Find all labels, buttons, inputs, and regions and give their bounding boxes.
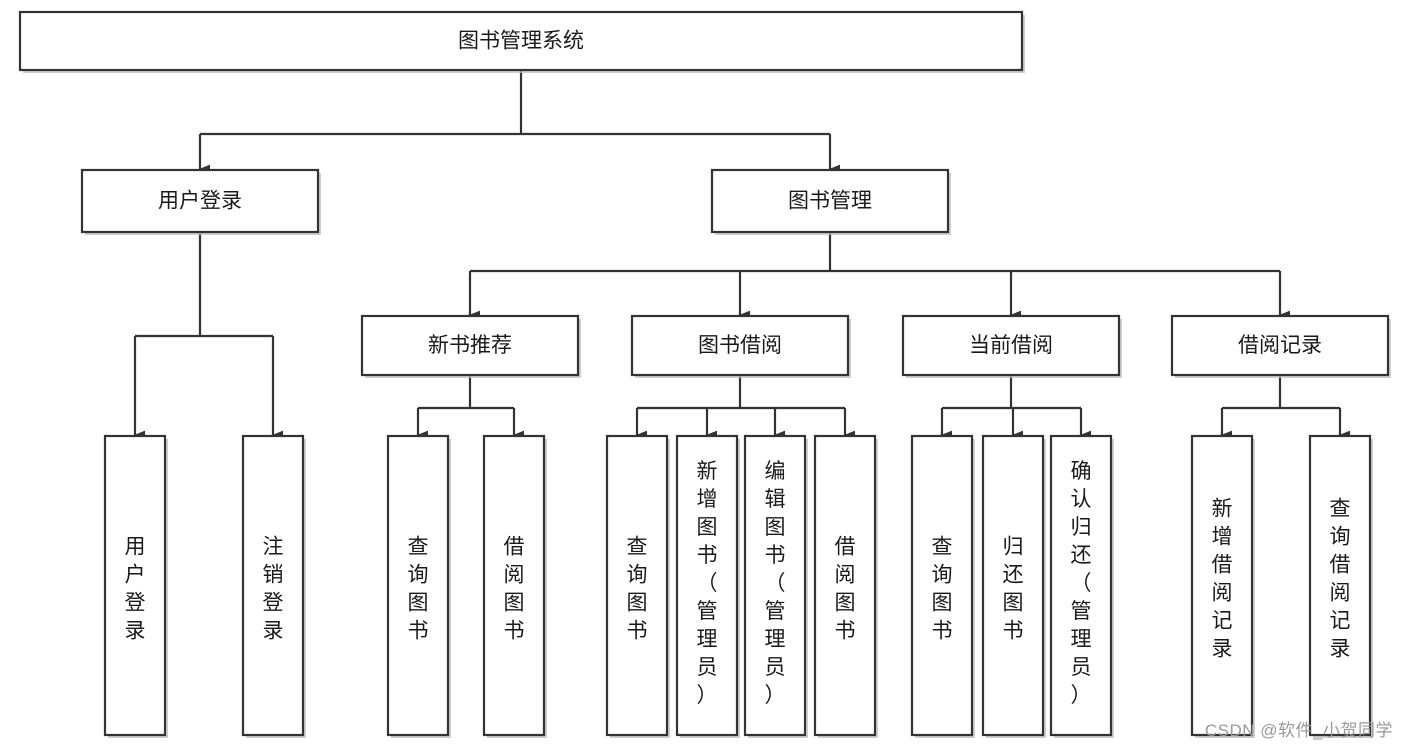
node-l3-a1[interactable]: 用户登录 <box>103 434 168 738</box>
node-l1-bookmgmt[interactable]: 图书管理 <box>710 168 951 235</box>
node-box[interactable] <box>901 314 1121 377</box>
node-label: 编辑图书（管理员） <box>765 460 786 707</box>
node-box[interactable] <box>360 314 580 377</box>
node-label: 查询图书 <box>408 536 429 643</box>
connector-group-g-bookmgmt <box>468 232 1291 320</box>
node-box[interactable] <box>482 434 546 737</box>
connector-group-g-root <box>198 70 841 174</box>
node-label: 图书管理 <box>788 190 872 213</box>
node-label: 确认归还（管理员） <box>1071 460 1092 707</box>
node-box[interactable] <box>1308 434 1372 737</box>
node-root[interactable]: 图书管理系统 <box>18 10 1025 73</box>
node-label: 用户登录 <box>125 536 146 643</box>
node-box[interactable] <box>675 434 739 737</box>
connector-group-g-newbook <box>416 375 525 440</box>
connector-group-g-borrow <box>635 375 856 440</box>
node-label: 查询图书 <box>627 536 648 643</box>
node-label: 新增借阅记录 <box>1212 498 1233 661</box>
node-label: 图书借阅 <box>698 334 782 357</box>
node-label: 注销登录 <box>263 536 284 643</box>
node-box[interactable] <box>813 434 877 737</box>
node-label: 新增图书（管理员） <box>697 460 718 707</box>
node-l3-b1[interactable]: 查询图书 <box>386 434 451 738</box>
node-label: 查询图书 <box>932 536 953 643</box>
node-label: 借阅图书 <box>835 536 856 643</box>
node-label: 当前借阅 <box>969 334 1053 357</box>
node-label: 借阅记录 <box>1238 334 1322 357</box>
node-box[interactable] <box>18 10 1024 72</box>
node-l2-current[interactable]: 当前借阅 <box>901 314 1122 378</box>
node-box[interactable] <box>1170 314 1390 377</box>
node-box[interactable] <box>386 434 450 737</box>
node-box[interactable] <box>80 168 320 234</box>
node-l3-b2[interactable]: 借阅图书 <box>482 434 547 738</box>
node-box[interactable] <box>605 434 669 737</box>
node-label: 图书管理系统 <box>458 30 584 53</box>
node-label: 借阅图书 <box>504 536 525 643</box>
connector-layer <box>133 70 1351 440</box>
node-label: 新书推荐 <box>428 334 512 357</box>
node-l1-login[interactable]: 用户登录 <box>80 168 321 235</box>
node-l3-c3[interactable]: 编辑图书（管理员） <box>743 434 808 738</box>
node-l3-d2[interactable]: 归还图书 <box>981 434 1046 738</box>
connector-group-g-login <box>133 232 284 440</box>
node-l2-borrow[interactable]: 图书借阅 <box>630 314 851 378</box>
node-box[interactable] <box>103 434 167 737</box>
node-l3-c2[interactable]: 新增图书（管理员） <box>675 434 740 738</box>
node-box[interactable] <box>241 434 305 737</box>
node-layer: 图书管理系统用户登录图书管理新书推荐图书借阅当前借阅借阅记录用户登录注销登录查询… <box>18 10 1391 738</box>
node-l2-record[interactable]: 借阅记录 <box>1170 314 1391 378</box>
node-box[interactable] <box>1049 434 1113 737</box>
node-box[interactable] <box>710 168 950 234</box>
node-l3-c1[interactable]: 查询图书 <box>605 434 670 738</box>
node-l2-newbook[interactable]: 新书推荐 <box>360 314 581 378</box>
node-box[interactable] <box>743 434 807 737</box>
node-l3-e1[interactable]: 新增借阅记录 <box>1190 434 1255 738</box>
node-box[interactable] <box>981 434 1045 737</box>
node-label: 用户登录 <box>158 190 242 213</box>
node-l3-a2[interactable]: 注销登录 <box>241 434 306 738</box>
node-l3-d1[interactable]: 查询图书 <box>910 434 975 738</box>
node-l3-c4[interactable]: 借阅图书 <box>813 434 878 738</box>
connector-group-g-record <box>1220 375 1351 440</box>
node-label: 查询借阅记录 <box>1330 498 1351 661</box>
connector-group-g-current <box>940 375 1092 440</box>
node-box[interactable] <box>910 434 974 737</box>
node-l3-d3[interactable]: 确认归还（管理员） <box>1049 434 1114 738</box>
node-box[interactable] <box>1190 434 1254 737</box>
node-l3-e2[interactable]: 查询借阅记录 <box>1308 434 1373 738</box>
node-label: 归还图书 <box>1003 536 1024 643</box>
node-box[interactable] <box>630 314 850 377</box>
